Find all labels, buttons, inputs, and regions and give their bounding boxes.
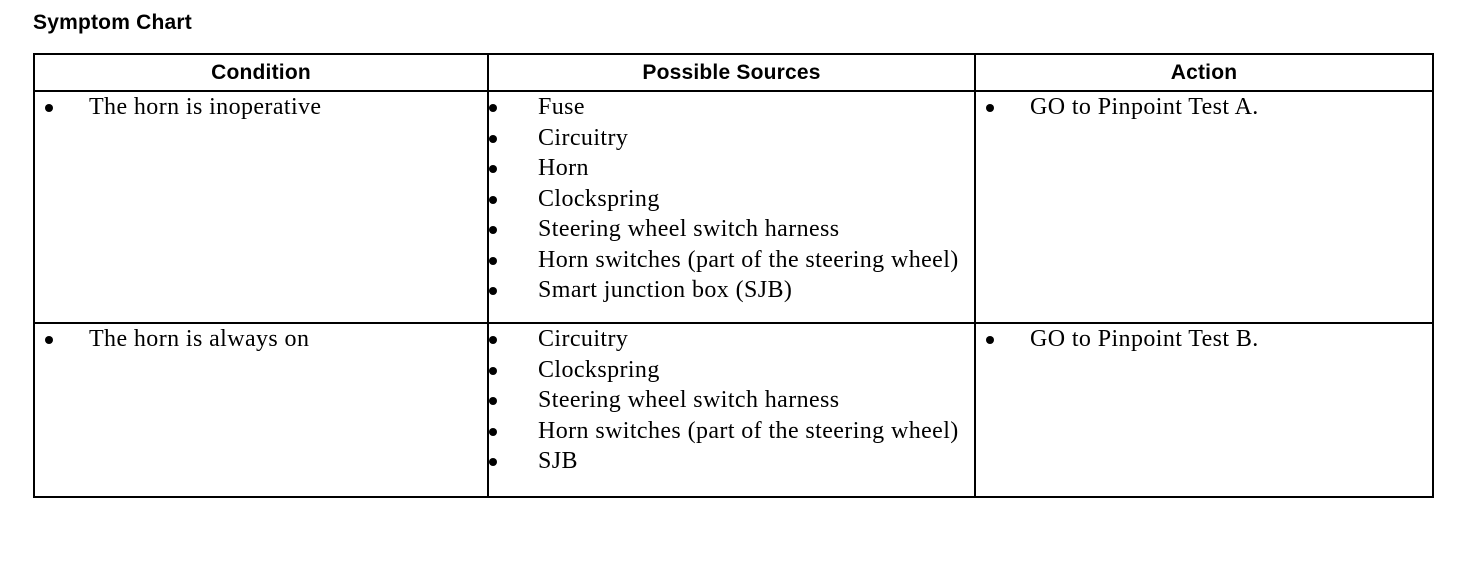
list-item: Horn switches (part of the steering whee…	[489, 245, 974, 276]
list-item-label: GO to Pinpoint Test B.	[1030, 326, 1259, 352]
bullet-icon	[489, 427, 497, 436]
list-item: Fuse	[489, 92, 974, 123]
action-list: GO to Pinpoint Test A.	[976, 92, 1432, 123]
list-item-label: Fuse	[538, 94, 585, 120]
bullet-icon	[45, 104, 53, 112]
list-item: Horn	[489, 153, 974, 184]
bullet-icon	[489, 226, 497, 234]
condition-list: The horn is inoperative	[35, 92, 487, 123]
bullet-icon	[489, 104, 497, 112]
cell-possible-sources: Circuitry Clockspring Steering wheel swi…	[487, 322, 976, 498]
column-header-condition: Condition	[33, 53, 489, 92]
bullet-icon	[489, 165, 497, 173]
list-item: Steering wheel switch harness	[489, 385, 974, 416]
table-header-row: Condition Possible Sources Action	[33, 53, 1434, 92]
list-item-label: Circuitry	[538, 326, 629, 352]
symptom-chart-table: Condition Possible Sources Action The ho…	[33, 53, 1434, 498]
list-item-label: The horn is always on	[89, 326, 310, 352]
possible-sources-list: Fuse Circuitry Horn Clockspring	[489, 92, 974, 306]
list-item: GO to Pinpoint Test A.	[976, 92, 1432, 123]
bullet-icon	[489, 195, 497, 204]
list-item-label: Steering wheel switch harness	[538, 387, 840, 413]
list-item: The horn is inoperative	[35, 92, 487, 123]
bullet-icon	[45, 336, 53, 344]
cell-condition: The horn is inoperative	[33, 90, 489, 324]
table-row: The horn is inoperative Fuse Circuitry	[33, 90, 1434, 324]
list-item: Circuitry	[489, 123, 974, 154]
bullet-icon	[489, 287, 497, 295]
list-item-label: Clockspring	[538, 185, 660, 212]
bullet-icon	[489, 366, 497, 375]
list-item-label: Steering wheel switch harness	[538, 216, 840, 242]
table-body: The horn is inoperative Fuse Circuitry	[33, 90, 1434, 498]
list-item: Clockspring	[489, 184, 974, 215]
list-item-label: Clockspring	[538, 356, 660, 383]
cell-action: GO to Pinpoint Test A.	[974, 90, 1434, 324]
cell-action: GO to Pinpoint Test B.	[974, 322, 1434, 498]
list-item: GO to Pinpoint Test B.	[976, 324, 1432, 355]
cell-possible-sources: Fuse Circuitry Horn Clockspring	[487, 90, 976, 324]
list-item-label: Circuitry	[538, 124, 629, 151]
list-item-label: Smart junction box (SJB)	[538, 277, 793, 303]
list-item-label: The horn is inoperative	[89, 94, 322, 120]
cell-condition: The horn is always on	[33, 322, 489, 498]
list-item-label: Horn switches (part of the steering whee…	[538, 417, 959, 444]
action-list: GO to Pinpoint Test B.	[976, 324, 1432, 355]
list-item: Clockspring	[489, 355, 974, 386]
list-item-label: GO to Pinpoint Test A.	[1030, 94, 1259, 120]
table-header: Condition Possible Sources Action	[33, 53, 1434, 92]
list-item-label: Horn switches (part of the steering whee…	[538, 246, 959, 273]
column-header-action: Action	[974, 53, 1434, 92]
bullet-icon	[489, 397, 497, 405]
column-header-possible-sources: Possible Sources	[487, 53, 976, 92]
list-item: Horn switches (part of the steering whee…	[489, 416, 974, 447]
table-row: The horn is always on Circuitry Clockspr…	[33, 322, 1434, 498]
list-item: SJB	[489, 446, 974, 477]
list-item: Circuitry	[489, 324, 974, 355]
possible-sources-list: Circuitry Clockspring Steering wheel swi…	[489, 324, 974, 477]
bullet-icon	[489, 134, 497, 143]
condition-list: The horn is always on	[35, 324, 487, 355]
list-item: Smart junction box (SJB)	[489, 275, 974, 306]
page-title: Symptom Chart	[33, 11, 192, 34]
bullet-icon	[489, 336, 497, 344]
list-item-label: Horn	[538, 155, 589, 181]
bullet-icon	[489, 256, 497, 265]
list-item: Steering wheel switch harness	[489, 214, 974, 245]
bullet-icon	[489, 458, 497, 466]
list-item: The horn is always on	[35, 324, 487, 355]
bullet-icon	[986, 104, 994, 112]
list-item-label: SJB	[538, 448, 578, 474]
bullet-icon	[986, 336, 994, 344]
